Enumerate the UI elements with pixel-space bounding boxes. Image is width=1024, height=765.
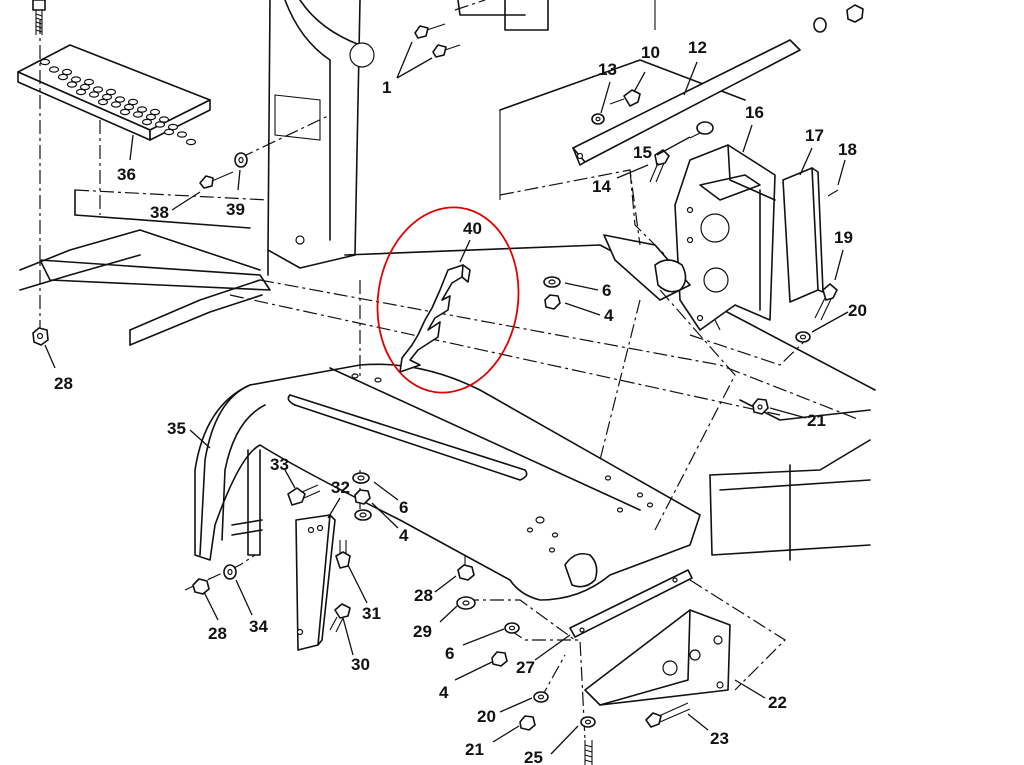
arm-bracket-12 bbox=[572, 39, 801, 166]
label-31: 31 bbox=[362, 604, 381, 623]
step-plate-hole bbox=[136, 106, 148, 113]
clip-part-40 bbox=[399, 264, 471, 373]
step-plate-hole bbox=[66, 81, 78, 88]
step-plate-hole bbox=[145, 113, 157, 121]
label-16: 16 bbox=[745, 103, 764, 122]
step-plate-hole bbox=[110, 101, 122, 108]
step-plate-hole bbox=[149, 108, 161, 116]
label-36: 36 bbox=[117, 165, 136, 184]
step-plate-hole bbox=[176, 131, 188, 138]
step-plate-hole bbox=[92, 86, 104, 93]
step-plate-hole bbox=[61, 68, 73, 76]
hardware-parts bbox=[192, 4, 864, 765]
label-28-center: 28 bbox=[414, 586, 433, 605]
step-plate-hole bbox=[70, 76, 82, 83]
plate-bracket bbox=[603, 234, 691, 301]
fender-35 bbox=[194, 363, 701, 601]
bolt-top-left bbox=[32, 0, 46, 35]
label-23: 23 bbox=[710, 729, 729, 748]
label-6-right: 6 bbox=[602, 281, 611, 300]
step-plate-hole bbox=[48, 66, 60, 73]
step-plate-hole bbox=[114, 96, 126, 103]
bracket-22 bbox=[584, 609, 731, 706]
step-plate-hole bbox=[88, 91, 100, 98]
step-plate-hole bbox=[119, 108, 131, 116]
step-plate-hole bbox=[97, 98, 109, 106]
label-4-center: 4 bbox=[399, 526, 409, 545]
label-17: 17 bbox=[805, 126, 824, 145]
step-plate-hole bbox=[167, 123, 179, 131]
bracket-32 bbox=[295, 514, 336, 651]
step-plate-hole bbox=[154, 121, 166, 128]
label-30: 30 bbox=[351, 655, 370, 674]
label-20-right: 20 bbox=[848, 301, 867, 320]
strap-27 bbox=[569, 569, 693, 638]
label-19: 19 bbox=[834, 228, 853, 247]
step-plate-hole bbox=[101, 93, 113, 101]
label-18: 18 bbox=[838, 140, 857, 159]
label-4-right: 4 bbox=[604, 306, 614, 325]
label-20-lower: 20 bbox=[477, 707, 496, 726]
step-plate-hole bbox=[75, 88, 87, 96]
label-33: 33 bbox=[270, 455, 289, 474]
highlight-circle bbox=[376, 206, 520, 394]
step-plate-hole bbox=[57, 73, 69, 81]
label-1: 1 bbox=[382, 78, 391, 97]
label-29: 29 bbox=[413, 622, 432, 641]
label-21-right: 21 bbox=[807, 411, 826, 430]
label-34: 34 bbox=[249, 617, 268, 636]
label-4-lower: 4 bbox=[439, 683, 449, 702]
label-40: 40 bbox=[463, 219, 482, 238]
label-13: 13 bbox=[598, 60, 617, 79]
step-plate-hole bbox=[158, 116, 170, 123]
panel-17 bbox=[782, 167, 824, 303]
label-27: 27 bbox=[516, 658, 535, 677]
label-28-lower-left: 28 bbox=[208, 624, 227, 643]
step-plate-hole bbox=[123, 103, 135, 111]
step-plate-hole bbox=[83, 78, 95, 86]
bracket-16 bbox=[674, 144, 776, 331]
step-plate-hole bbox=[141, 118, 153, 126]
label-leaders bbox=[44, 41, 849, 755]
label-39: 39 bbox=[226, 200, 245, 219]
nut-28-left bbox=[32, 327, 49, 346]
label-12: 12 bbox=[688, 38, 707, 57]
label-22: 22 bbox=[768, 693, 787, 712]
label-25: 25 bbox=[524, 748, 543, 765]
label-6-lower: 6 bbox=[445, 644, 454, 663]
label-32: 32 bbox=[331, 478, 350, 497]
step-plate-36 bbox=[17, 20, 211, 330]
label-28-left: 28 bbox=[54, 374, 73, 393]
step-plate-hole bbox=[132, 111, 144, 118]
step-plate-hole bbox=[163, 128, 175, 136]
label-14: 14 bbox=[592, 177, 611, 196]
step-plate-hole bbox=[79, 83, 91, 91]
label-6-center: 6 bbox=[399, 498, 408, 517]
label-35: 35 bbox=[167, 419, 186, 438]
callout-labels: 1 36 38 39 10 13 12 15 14 16 17 18 19 20… bbox=[54, 38, 867, 765]
label-10: 10 bbox=[641, 43, 660, 62]
label-38: 38 bbox=[150, 203, 169, 222]
step-plate-hole bbox=[185, 138, 197, 146]
label-15: 15 bbox=[633, 143, 652, 162]
label-21-lower: 21 bbox=[465, 740, 484, 759]
step-plate-hole bbox=[105, 88, 117, 96]
step-plate-hole bbox=[127, 98, 139, 106]
step-plate-hole bbox=[39, 58, 51, 66]
assembly-centerlines bbox=[184, 0, 809, 741]
